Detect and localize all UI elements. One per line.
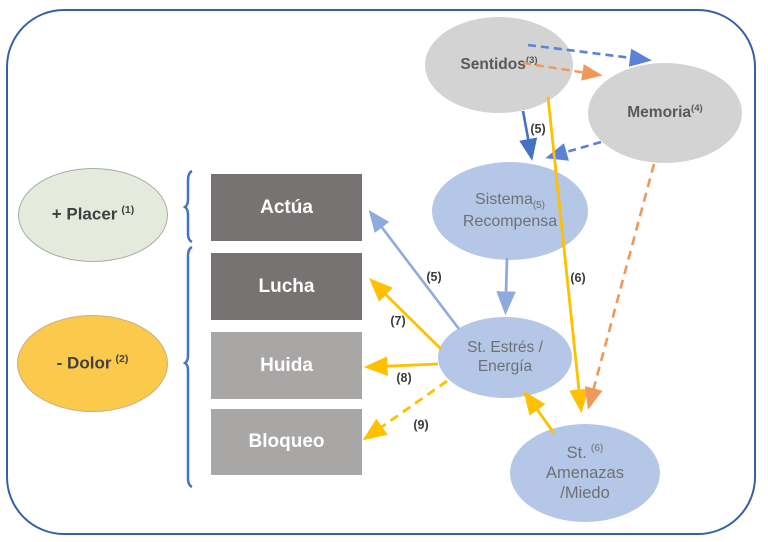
bloqueo-label: Bloqueo xyxy=(248,431,325,452)
sistema-subscript: (5) xyxy=(532,200,545,212)
edge-label-sentidos-amenazas: (6) xyxy=(570,271,586,285)
diagram-frame xyxy=(6,9,756,535)
placer-label: + Placer(1) xyxy=(51,204,135,224)
amenazas-miedo-label: St.(6) Amenazas /Miedo xyxy=(546,443,624,503)
amenazas-superscript: (6) xyxy=(590,443,604,455)
sentidos-superscript: (3) xyxy=(525,54,538,66)
dolor-superscript: (2) xyxy=(115,352,129,365)
node-amenazas-miedo: St.(6) Amenazas /Miedo xyxy=(510,424,660,522)
huida-label: Huida xyxy=(260,354,313,376)
edge-label-sentidos-sistema: (5) xyxy=(530,122,546,136)
box-actua: Actúa xyxy=(211,174,362,241)
placer-superscript: (1) xyxy=(121,204,135,217)
estres-energia-label: St. Estrés / Energía xyxy=(467,338,543,375)
memoria-superscript: (4) xyxy=(691,102,703,114)
memoria-label: Memoria(4) xyxy=(627,102,703,122)
node-dolor: - Dolor(2) xyxy=(17,315,168,412)
edge-label-estres-actua: (5) xyxy=(426,270,442,284)
box-bloqueo: Bloqueo xyxy=(211,409,362,475)
sentidos-label: Sentidos(3) xyxy=(460,54,538,74)
node-sentidos: Sentidos(3) xyxy=(425,17,573,113)
lucha-label: Lucha xyxy=(258,275,315,297)
edge-label-estres-lucha: (7) xyxy=(390,314,406,328)
box-huida: Huida xyxy=(211,332,362,399)
sistema-recompensa-label: Sistema(5) Recompensa xyxy=(462,191,558,231)
box-lucha: Lucha xyxy=(211,253,362,320)
node-memoria: Memoria(4) xyxy=(588,63,742,163)
dolor-label: - Dolor(2) xyxy=(56,352,129,373)
node-estres-energia: St. Estrés / Energía xyxy=(438,317,572,398)
node-sistema-recompensa: Sistema(5) Recompensa xyxy=(432,162,588,260)
edge-label-estres-bloqueo: (9) xyxy=(413,418,429,432)
edge-label-estres-huida: (8) xyxy=(396,371,412,385)
actua-label: Actúa xyxy=(260,196,313,218)
node-placer: + Placer(1) xyxy=(18,168,168,262)
